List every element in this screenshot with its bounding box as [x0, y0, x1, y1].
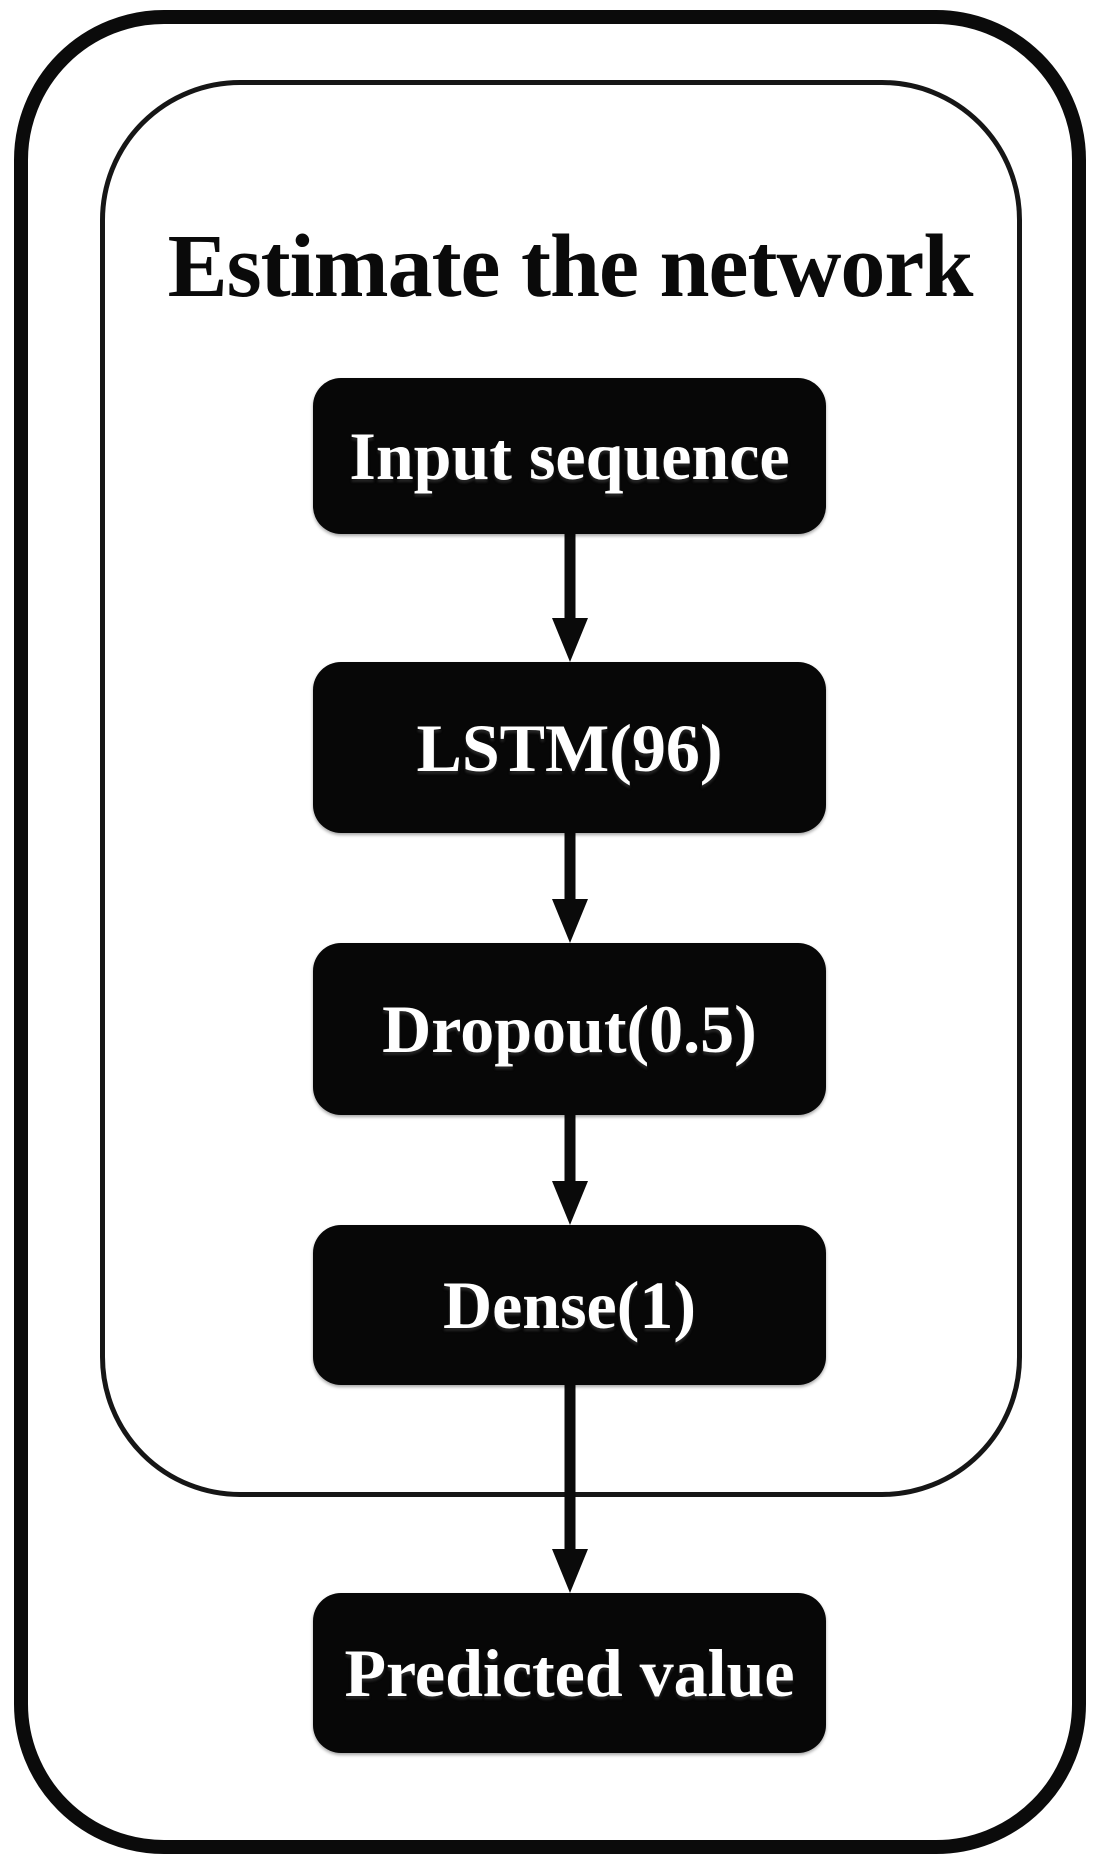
node-dense-label: Dense(1) — [442, 1267, 697, 1343]
inner-frame — [100, 80, 1022, 1497]
node-predicted-value-label: Predicted value — [344, 1635, 795, 1711]
down-arrow-input-to-lstm — [550, 534, 590, 662]
node-input-sequence-label: Input sequence — [349, 418, 790, 494]
down-arrow-dense-to-predicted — [550, 1385, 590, 1593]
node-lstm-label: LSTM(96) — [416, 709, 723, 786]
node-dense: Dense(1) — [313, 1225, 826, 1385]
node-dropout-label: Dropout(0.5) — [382, 991, 757, 1067]
node-predicted-value: Predicted value — [313, 1593, 826, 1753]
diagram-title: Estimate the network — [167, 217, 974, 316]
outer-frame — [14, 10, 1086, 1854]
down-arrow-lstm-to-dropout — [550, 833, 590, 943]
down-arrow-dropout-to-dense — [550, 1115, 590, 1225]
node-dropout: Dropout(0.5) — [313, 943, 826, 1115]
node-input-sequence: Input sequence — [313, 378, 826, 534]
node-lstm: LSTM(96) — [313, 662, 826, 833]
